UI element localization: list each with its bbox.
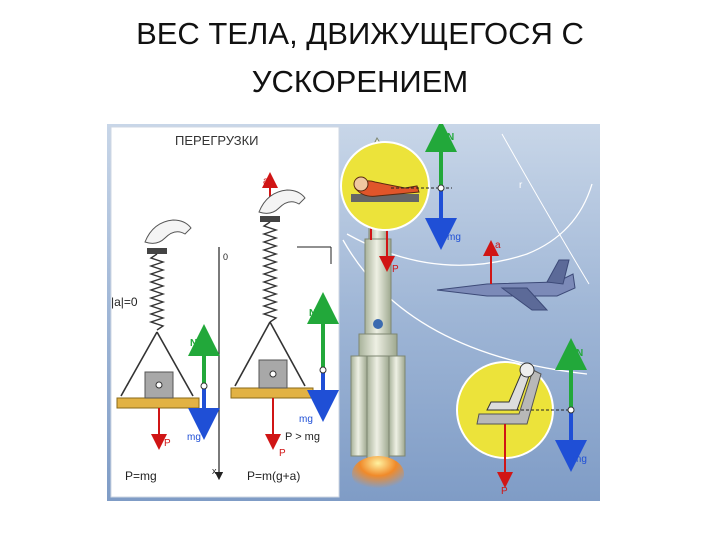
panel-heading: ПЕРЕГРУЗКИ xyxy=(175,133,259,148)
right-platform xyxy=(230,387,314,399)
left-clamp xyxy=(147,248,167,254)
lower-p-label: P xyxy=(501,486,508,497)
overload-illustration: ПЕРЕГРУЗКИ 0 x |a|=0 N mg P P=mg a xyxy=(107,124,600,501)
couch-base xyxy=(351,194,419,202)
rocket-booster-right xyxy=(388,355,406,457)
lower-mg-label: mg xyxy=(573,454,587,465)
astronaut-reclined-head xyxy=(353,176,369,192)
left-formula: P=mg xyxy=(125,469,157,483)
right-force-point xyxy=(319,366,327,374)
jet-a-label: a xyxy=(495,240,501,251)
trajectory-arc-lower xyxy=(342,239,588,375)
jet-wing xyxy=(500,287,549,311)
lower-n-label: N xyxy=(576,348,583,359)
radius-label: r xyxy=(519,180,523,191)
upper-force-point xyxy=(437,184,445,192)
overload-panel xyxy=(110,126,340,498)
left-spring xyxy=(148,253,166,331)
jet-tail xyxy=(546,259,570,285)
left-mg-label: mg xyxy=(187,432,201,443)
right-p-label: P xyxy=(279,448,286,459)
right-rope-1 xyxy=(234,321,271,387)
rocket-booster-left xyxy=(350,355,368,457)
left-rope-1 xyxy=(120,331,158,397)
jet-aircraft: a xyxy=(436,240,576,311)
right-case: a N mg P > mg P P=m(g+a) xyxy=(230,172,339,483)
left-accel-label: |a|=0 xyxy=(111,295,138,309)
right-mg-label: mg xyxy=(299,414,313,425)
left-rope-2 xyxy=(156,331,194,397)
rocket-core xyxy=(366,355,390,465)
jet-fuselage xyxy=(436,273,576,297)
right-rope-2 xyxy=(269,321,306,387)
axis-x-label: x xyxy=(212,466,217,476)
upper-n-label: N xyxy=(447,132,454,143)
left-hand-icon xyxy=(144,219,192,244)
right-a-label: a xyxy=(263,176,269,187)
left-weight-center xyxy=(155,381,163,389)
right-weight-center xyxy=(269,370,277,378)
right-n-label: N xyxy=(309,308,316,319)
right-inequality: P > mg xyxy=(285,431,320,443)
upper-mg-label: mg xyxy=(447,232,461,243)
left-p-label: P xyxy=(164,438,171,449)
left-force-point xyxy=(200,382,208,390)
radius-line xyxy=(501,133,590,285)
rocket-p-label: P xyxy=(392,264,399,275)
right-spring xyxy=(261,221,279,323)
right-formula: P=m(g+a) xyxy=(247,469,300,483)
lower-force-point xyxy=(567,406,575,414)
slide-title: ВЕС ТЕЛА, ДВИЖУЩЕГОСЯ С УСКОРЕНИЕМ xyxy=(0,10,720,106)
right-clamp xyxy=(260,216,280,222)
rocket-flame xyxy=(352,456,404,492)
right-hand-icon xyxy=(258,189,306,214)
pilot-seated: P xyxy=(456,361,573,497)
title-line-1: ВЕС ТЕЛА, ДВИЖУЩЕГОСЯ С xyxy=(136,16,584,51)
axis-origin-label: 0 xyxy=(223,252,228,262)
left-case: |a|=0 N mg P P=mg xyxy=(111,219,220,483)
astronaut-reclined xyxy=(340,141,452,231)
trajectory-arc-upper xyxy=(346,183,593,266)
rocket-emblem xyxy=(373,319,383,329)
title-line-2: УСКОРЕНИЕМ xyxy=(251,64,469,99)
left-platform xyxy=(116,397,200,409)
pilot-head xyxy=(519,362,535,378)
left-n-label: N xyxy=(190,338,197,349)
